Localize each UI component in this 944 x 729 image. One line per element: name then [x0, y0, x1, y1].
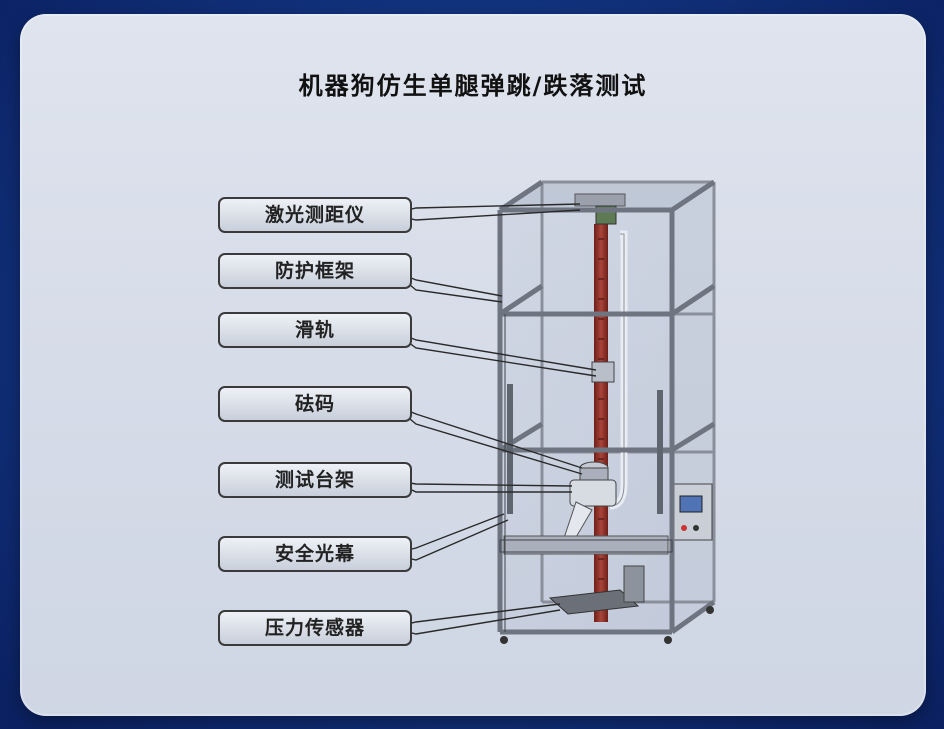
caster	[706, 606, 714, 614]
test-stand	[569, 479, 617, 507]
front-frame	[497, 179, 716, 635]
diagram-panel: 机器狗仿生单腿弹跳/跌落测试	[20, 14, 926, 716]
label-pressure-sensor: 压力传感器	[218, 610, 412, 646]
pressure-sensor	[548, 589, 640, 615]
stop-button	[681, 525, 687, 531]
laser-rangefinder	[574, 193, 626, 207]
label-test-stand: 测试台架	[218, 462, 412, 498]
side-glass-panel	[672, 182, 714, 632]
label-weight: 砝码	[218, 386, 412, 422]
caster	[500, 636, 508, 644]
label-safety-light-curtain: 安全光幕	[218, 536, 412, 572]
control-screen	[679, 495, 703, 513]
caster	[664, 636, 672, 644]
label-slide-rail: 滑轨	[218, 312, 412, 348]
label-protective-frame: 防护框架	[218, 253, 412, 289]
front-glass-panel	[500, 210, 672, 632]
safety-light-curtain-right	[657, 390, 663, 514]
label-laser-rangefinder: 激光测距仪	[218, 197, 412, 233]
test-rig-illustration	[391, 179, 716, 644]
safety-light-curtain-left	[507, 384, 513, 514]
lower-table	[503, 535, 669, 555]
diagram-title: 机器狗仿生单腿弹跳/跌落测试	[298, 72, 648, 100]
slide-rail	[594, 224, 608, 622]
slider-carriage	[591, 361, 615, 383]
